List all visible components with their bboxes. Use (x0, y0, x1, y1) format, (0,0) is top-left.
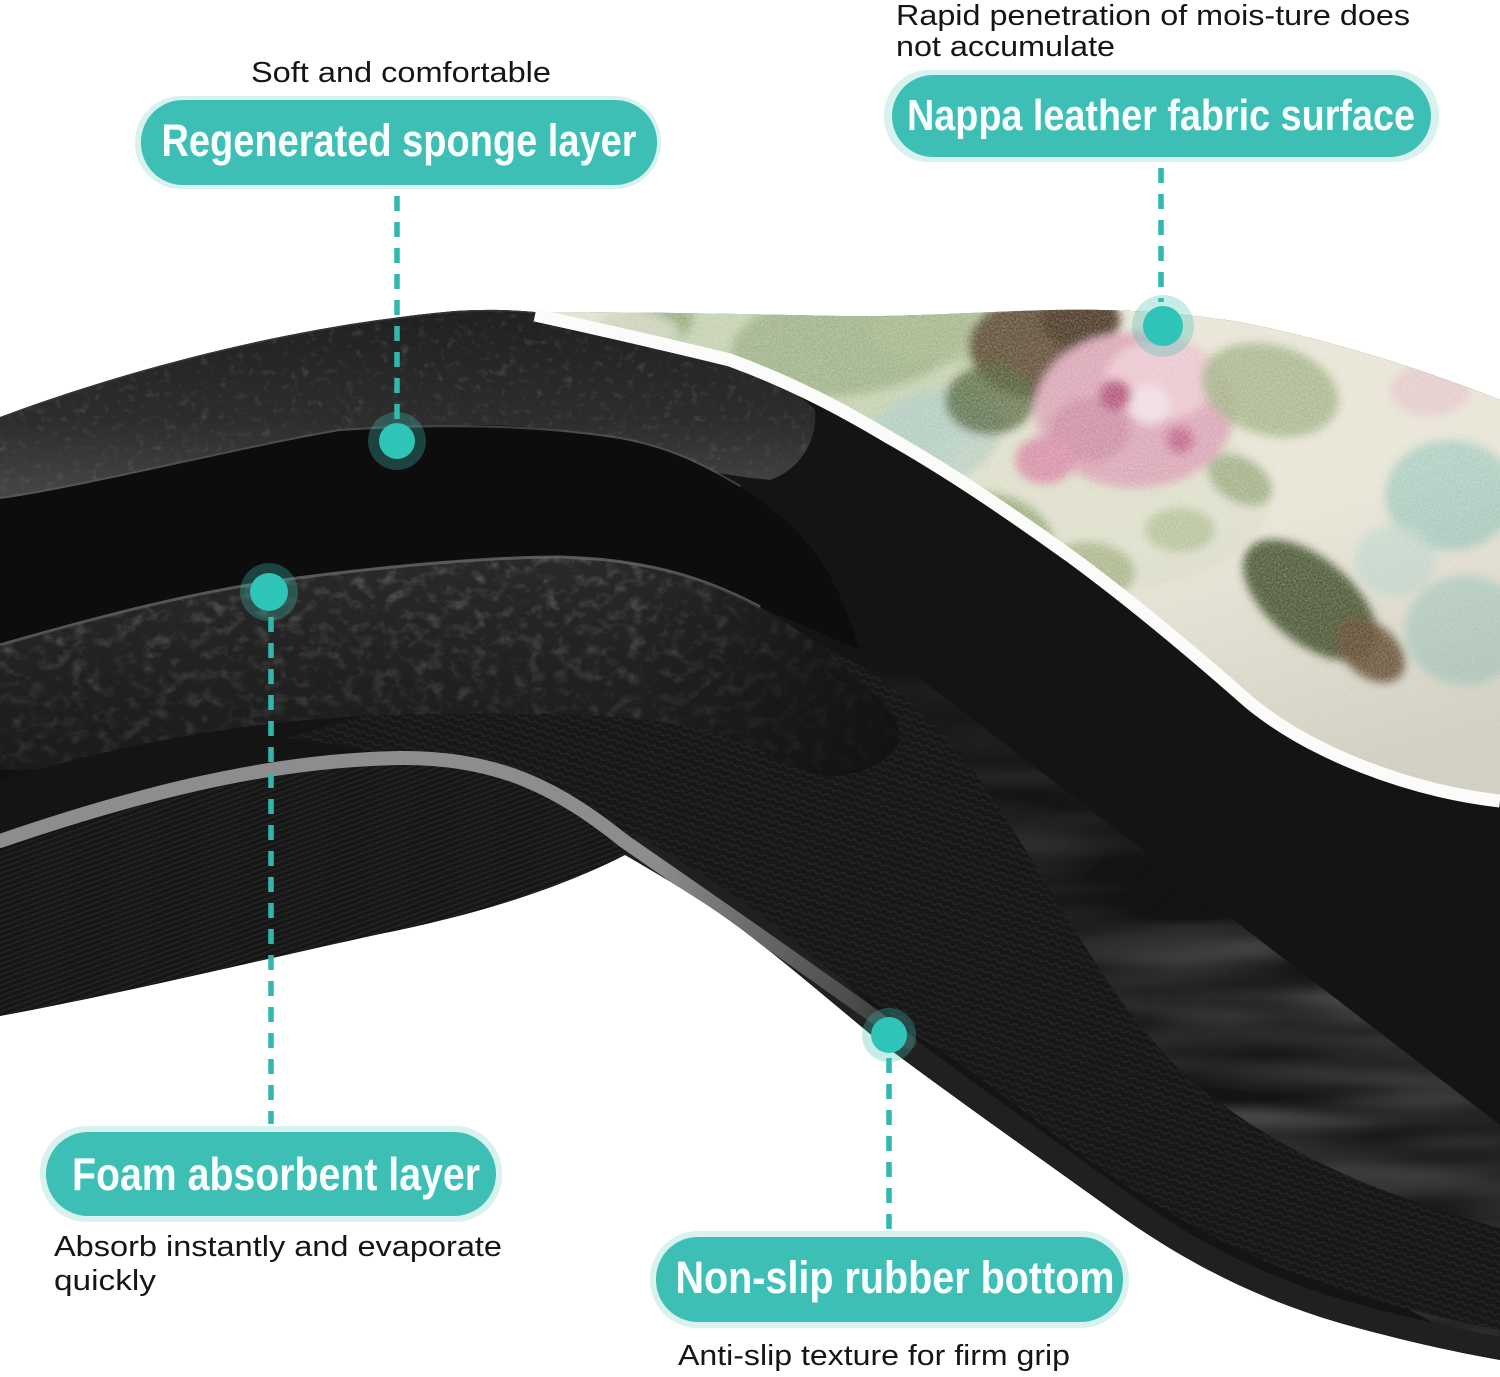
svg-text:Soft and comfortable: Soft and comfortable (251, 57, 551, 89)
svg-text:Non-slip rubber bottom: Non-slip rubber bottom (676, 1252, 1115, 1303)
svg-text:not accumulate: not accumulate (896, 31, 1115, 63)
svg-text:Rapid penetration of mois-ture: Rapid penetration of mois-ture does (896, 0, 1410, 32)
svg-text:Foam absorbent layer: Foam absorbent layer (72, 1148, 480, 1200)
svg-text:Regenerated sponge layer: Regenerated sponge layer (162, 115, 637, 166)
svg-text:quickly: quickly (54, 1265, 157, 1297)
svg-text:Anti-slip texture for firm gri: Anti-slip texture for firm grip (678, 1340, 1070, 1372)
svg-text:Nappa leather fabric surface: Nappa leather fabric surface (907, 91, 1415, 140)
svg-text:Absorb instantly and evaporate: Absorb instantly and evaporate (54, 1231, 502, 1263)
